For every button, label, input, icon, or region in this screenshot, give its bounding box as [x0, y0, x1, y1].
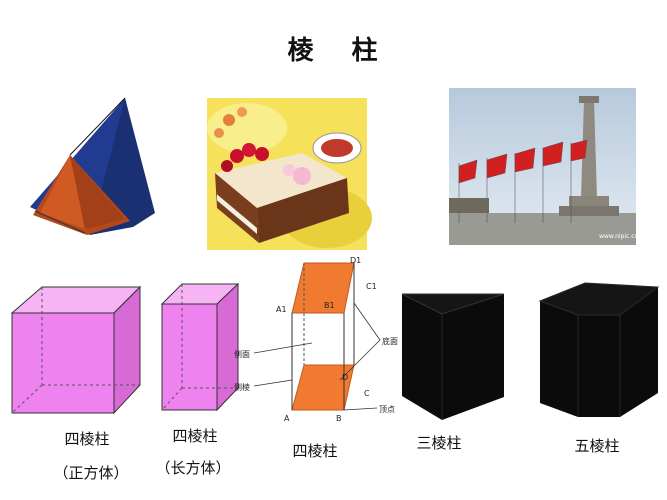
title-char-2: 柱 — [351, 36, 380, 66]
cake-photo — [207, 98, 372, 250]
triangular-prism-label: 三棱柱 — [416, 434, 462, 452]
tent-photo — [15, 95, 165, 245]
vertex-A1: A1 — [276, 305, 287, 314]
pentagonal-prism-label: 五棱柱 — [574, 437, 620, 455]
side-edge-label: 侧棱 — [234, 382, 250, 392]
vertex-C1: C1 — [366, 282, 377, 291]
prism-diagram-label: 四棱柱 — [292, 442, 338, 460]
photo-watermark: www.nipic.com — [599, 233, 644, 240]
cuboid-label: 四棱柱 — [172, 427, 218, 445]
vertex-D: D — [342, 373, 348, 382]
page-title: 棱柱 — [0, 30, 667, 67]
vertex-term-label: 顶点 — [379, 405, 395, 414]
base-label: 底面 — [382, 336, 398, 346]
vertex-D1: D1 — [350, 256, 361, 265]
vertex-C: C — [364, 389, 370, 398]
prism-diagram: A1 B1 C1 D1 A B C D 侧面 侧棱 底面 顶点 — [232, 256, 407, 428]
pentagonal-prism-shape — [538, 282, 662, 423]
cuboid-shape — [160, 282, 242, 412]
side-face-label: 侧面 — [234, 349, 250, 359]
vertex-B: B — [336, 414, 342, 423]
vertex-A: A — [284, 414, 290, 423]
top-base — [291, 262, 355, 314]
cuboid-sublabel: （长方体） — [155, 459, 231, 477]
monument-photo: www.nipic.com — [449, 88, 644, 245]
cube-label: 四棱柱 — [64, 430, 110, 448]
bottom-base — [291, 364, 355, 411]
cube-sublabel: （正方体） — [53, 464, 129, 482]
vertex-B1: B1 — [324, 301, 335, 310]
triangular-prism-shape — [401, 292, 507, 422]
cube-shape — [10, 285, 142, 415]
title-char-1: 棱 — [287, 36, 316, 66]
